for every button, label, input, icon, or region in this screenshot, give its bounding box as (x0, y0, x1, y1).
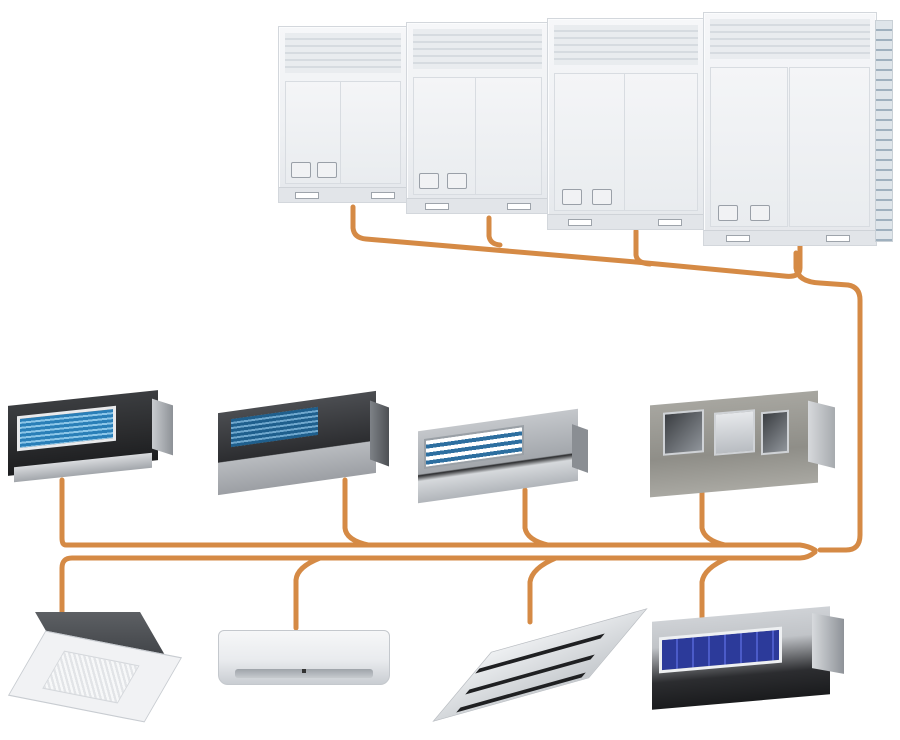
service-panel-right (475, 77, 542, 195)
pipe-idu-6-drop (293, 555, 323, 631)
top-grille (285, 33, 401, 73)
indoor-unit-concealed-duct (652, 606, 845, 710)
status-indicator (302, 668, 307, 673)
pipe-port (592, 189, 612, 205)
service-panel-right (340, 81, 401, 184)
lift-slot (658, 219, 682, 226)
indoor-unit-high-static-duct (8, 390, 173, 483)
top-grille (413, 29, 542, 69)
pipe-idu-7-drop (527, 555, 559, 625)
outdoor-unit-1 (278, 26, 408, 203)
pipe-port (419, 173, 439, 189)
air-outlet-louver (235, 668, 373, 679)
pipe-idu-3-drop (522, 487, 551, 548)
indoor-unit-two-way-cassette (432, 608, 648, 722)
outdoor-unit-2 (406, 22, 549, 214)
top-grille (710, 19, 870, 59)
service-panel-right (624, 73, 698, 211)
lift-slot (568, 219, 592, 226)
indoor-unit-slim-duct (218, 390, 389, 496)
pipe-odu-3-drop (633, 228, 653, 267)
pipe-odu-2-drop (486, 215, 503, 248)
pipe-odu-1-drop (350, 204, 639, 265)
fan-outlet (760, 409, 789, 455)
service-panel-left (554, 73, 625, 211)
pipe-port (447, 173, 467, 189)
lift-slot (371, 192, 395, 199)
pipe-outdoor-header (633, 242, 803, 279)
lift-slot (726, 235, 750, 242)
outdoor-unit-4 (703, 12, 877, 246)
electrical-box (812, 612, 845, 674)
lift-slot (507, 203, 531, 210)
service-panel-right (788, 67, 870, 227)
top-grille (554, 25, 698, 65)
lift-slot (826, 235, 850, 242)
pipe-main-lower (59, 549, 818, 621)
pipe-main-upper (59, 477, 818, 553)
pipe-odu-4-drop (793, 250, 863, 553)
pipe-port (317, 162, 337, 178)
indoor-unit-large-duct (650, 390, 835, 498)
pipe-idu-8-drop (699, 555, 731, 625)
fan-outlet (713, 409, 755, 456)
lift-slot (425, 203, 449, 210)
fan-outlet (663, 409, 705, 456)
electrical-box (152, 398, 173, 456)
electrical-box (369, 400, 389, 467)
service-panel-left (710, 67, 788, 227)
indoor-unit-low-static-duct (418, 408, 588, 504)
pipe-port (750, 205, 770, 221)
outdoor-unit-3 (547, 18, 705, 230)
outdoor-unit-side-coil (875, 20, 893, 242)
indoor-unit-four-way-cassette (7, 612, 182, 722)
electrical-box (571, 424, 588, 474)
electrical-box (807, 400, 835, 468)
pipe-port (562, 189, 582, 205)
pipe-idu-2-drop (342, 477, 371, 548)
pipe-idu-4-drop (699, 487, 728, 548)
pipe-port (718, 205, 738, 221)
indoor-unit-wall-mounted (218, 630, 390, 685)
lift-slot (295, 192, 319, 199)
pipe-port (291, 162, 311, 178)
